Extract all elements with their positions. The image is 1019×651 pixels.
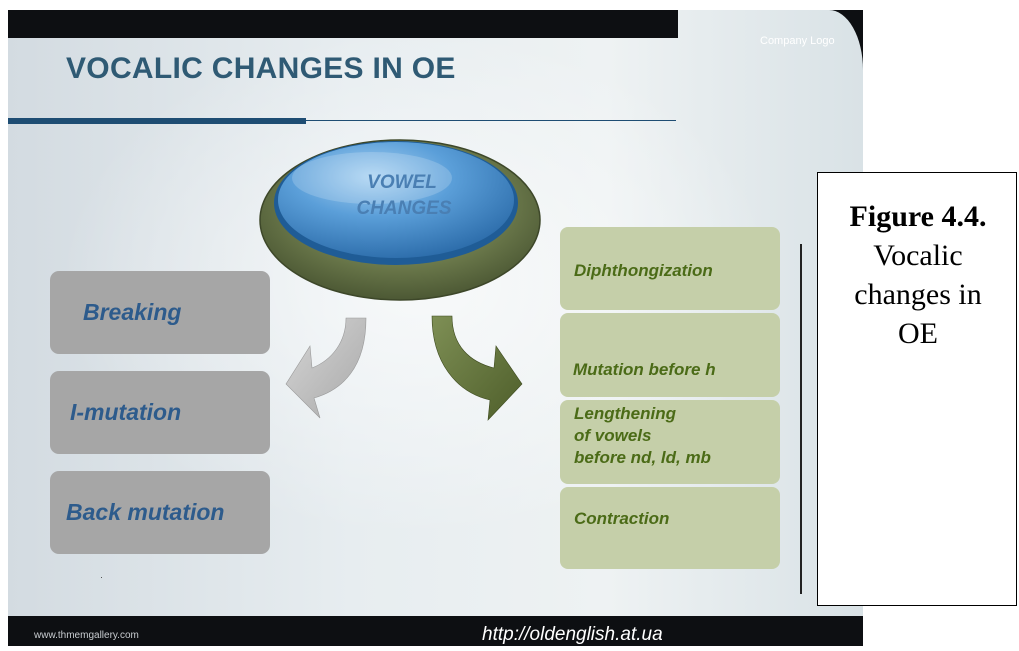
hub-label-line2: CHANGES — [356, 198, 451, 219]
left-item-breaking: Breaking — [50, 271, 270, 354]
right-item-diphthongization: Diphthongization — [560, 227, 780, 310]
right-item-lengthening: Lengthening of vowels before nd, ld, mb — [560, 400, 780, 484]
caption-line: Vocalic — [873, 239, 963, 272]
left-item-i-mutation: I-mutation — [50, 371, 270, 454]
left-item-label: I-mutation — [70, 399, 182, 425]
hub-label-line1: VOWEL — [367, 172, 437, 193]
right-item-label: Lengthening — [574, 404, 676, 423]
title-rule-thick — [8, 118, 306, 124]
figure-caption: Figure 4.4. Vocalic changes in OE — [817, 172, 1017, 606]
company-logo: Company Logo — [760, 35, 835, 47]
top-band — [8, 10, 678, 38]
left-item-label: Back mutation — [66, 499, 225, 525]
footer-url[interactable]: http://oldenglish.at.ua — [482, 624, 663, 645]
hub-button — [278, 142, 514, 258]
right-item-label: Contraction — [574, 509, 670, 528]
left-item-label: Breaking — [83, 299, 182, 325]
slide-title: VOCALIC CHANGES IN OE — [66, 52, 456, 85]
right-item-label: before nd, ld, mb — [574, 448, 711, 467]
caption-line: OE — [898, 317, 938, 350]
right-item-contraction: Contraction — [560, 487, 780, 569]
right-arrow — [431, 315, 523, 421]
left-item-back-mutation: Back mutation — [50, 471, 270, 554]
right-item-mutation-before-h: Mutation before h — [560, 313, 780, 397]
caption-line: changes in — [854, 278, 982, 311]
hub-highlight — [292, 152, 452, 204]
right-item-label: Mutation before h — [573, 360, 716, 379]
stray-dot — [101, 577, 102, 578]
divider-line — [800, 244, 802, 594]
footer-site: www.thmemgallery.com — [34, 630, 139, 641]
right-item-label: of vowels — [574, 426, 652, 445]
right-item-label: Diphthongization — [574, 261, 713, 280]
title-rule-thin — [306, 120, 676, 121]
left-arrow — [285, 317, 367, 419]
figure-label: Figure 4.4. — [849, 200, 987, 233]
